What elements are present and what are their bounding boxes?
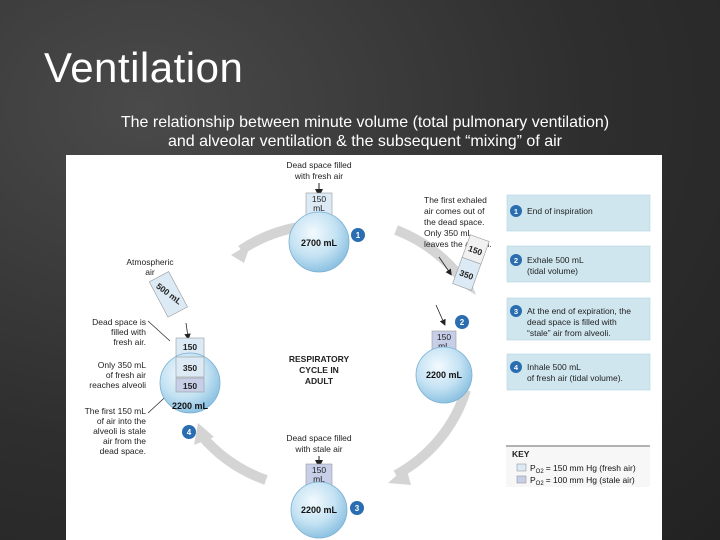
left-stack-bottom <box>175 377 205 393</box>
key-swatch-stale <box>516 475 527 484</box>
top-caption-line-2: with fresh air <box>294 171 343 181</box>
left-stack-150-top: 150 <box>183 342 197 352</box>
stage-3-end-of-expiration: Dead space filled with stale air 150 mL … <box>286 433 364 539</box>
step-panel-1-number: 1 <box>514 207 518 216</box>
left-350-caption-line-3: reaches alveoli <box>89 380 146 390</box>
key-box <box>506 447 650 487</box>
bottom-caption-line-2: with stale air <box>294 444 342 454</box>
center-label-line-3: ADULT <box>305 376 334 386</box>
left-350-caption-line-2: of fresh air <box>106 370 146 380</box>
step-panel-4-line-2: of fresh air (tidal volume). <box>527 373 623 383</box>
slide-subtitle: The relationship between minute volume (… <box>60 113 670 151</box>
right-caption-line-1: The first exhaled <box>424 195 487 205</box>
step-panel-3-badge <box>510 305 522 317</box>
step-panel-2-number: 2 <box>514 256 518 265</box>
key-swatch-fresh <box>516 463 527 472</box>
top-alveoli-sphere <box>288 211 350 273</box>
step-panel-3 <box>506 297 651 341</box>
step-panel-1-line-1: End of inspiration <box>527 206 593 216</box>
step-panel-3-number: 3 <box>514 307 518 316</box>
step-panel-1-badge <box>510 205 522 217</box>
step-1-badge-number: 1 <box>356 231 361 240</box>
step-1-badge <box>351 228 365 242</box>
step-panels: 1 End of inspiration 2 Exhale 500 mL (ti… <box>506 194 651 391</box>
subtitle-line-2: and alveolar ventilation & the subsequen… <box>168 133 562 150</box>
left-inhale-tube: 500 mL <box>148 271 188 318</box>
step-panel-3-line-3: “stale” air from alveoli. <box>527 328 611 338</box>
key-legend: KEY PO2= 150 mm Hg (fresh air) PO2= 100 … <box>506 445 650 487</box>
right-volume: 2200 mL <box>426 370 463 380</box>
bottom-dead-space-value: 150 <box>312 465 326 475</box>
right-caption-line-5: leaves the alveoli. <box>424 239 492 249</box>
step-panel-1 <box>506 194 651 232</box>
left-first-caption-line-2: of air into the <box>97 416 146 426</box>
left-first-caption-line-3: alveoli is stale <box>93 426 146 436</box>
left-350-caption-line-1: Only 350 mL <box>98 360 146 370</box>
step-panel-3-line-2: dead space is filled with <box>527 317 617 327</box>
step-panel-4 <box>506 353 651 391</box>
left-stack-350: 350 <box>183 363 197 373</box>
slide-title: Ventilation <box>44 44 244 91</box>
right-caption-line-2: air comes out of <box>424 206 485 216</box>
bottom-volume: 2200 mL <box>301 505 338 515</box>
step-panel-2-badge <box>510 254 522 266</box>
cycle-arrows <box>194 220 476 485</box>
center-label-line-1: RESPIRATORY <box>289 354 350 364</box>
left-dead-caption-line-3: fresh air. <box>113 337 146 347</box>
bottom-alveoli-sphere <box>290 481 348 539</box>
left-dead-caption-line-1: Dead space is <box>92 317 146 327</box>
center-label-line-2: CYCLE IN <box>299 365 339 375</box>
top-volume: 2700 mL <box>301 238 338 248</box>
step-3-badge-number: 3 <box>355 504 360 513</box>
subtitle-line-1: The relationship between minute volume (… <box>120 114 610 131</box>
left-dead-caption-line-2: filled with <box>111 327 146 337</box>
center-label: RESPIRATORY CYCLE IN ADULT <box>289 354 350 386</box>
right-caption-line-3: the dead space. <box>424 217 485 227</box>
right-dead-space-unit: mL <box>438 341 450 351</box>
left-stack-150-bottom: 150 <box>183 381 197 391</box>
step-2-badge-number: 2 <box>460 318 465 327</box>
right-dead-space-value: 150 <box>437 332 451 342</box>
left-atmospheric-line-2: air <box>145 267 155 277</box>
bottom-dead-space-unit: mL <box>313 474 325 484</box>
respiratory-cycle-figure: RESPIRATORY CYCLE IN ADULT Dead space fi… <box>66 155 662 540</box>
right-tube-150: 150 <box>467 243 484 257</box>
left-volume: 2200 mL <box>172 401 209 411</box>
step-panel-3-line-1: At the end of expiration, the <box>527 306 631 316</box>
top-dead-space-value: 150 <box>312 194 326 204</box>
respiratory-cycle-diagram: RESPIRATORY CYCLE IN ADULT Dead space fi… <box>85 160 651 539</box>
key-title: KEY <box>512 449 530 459</box>
right-exhale-tube: 150 350 <box>452 234 490 291</box>
left-stack-middle <box>175 356 205 378</box>
left-first-caption-line-4: air from the <box>103 436 146 446</box>
top-caption-line-1: Dead space filled <box>286 160 351 170</box>
right-tube-350: 350 <box>458 268 475 282</box>
top-dead-space-unit: mL <box>313 203 325 213</box>
stage-2-exhale: The first exhaled air comes out of the d… <box>415 195 492 404</box>
step-4-badge-number: 4 <box>187 428 192 437</box>
step-panel-4-line-1: Inhale 500 mL <box>527 362 581 372</box>
step-2-badge <box>455 315 469 329</box>
step-4-badge <box>182 425 196 439</box>
step-panel-2-line-2: (tidal volume) <box>527 266 578 276</box>
step-panel-4-number: 4 <box>514 363 519 372</box>
step-panel-2 <box>506 245 651 283</box>
left-first-caption-line-5: dead space. <box>100 446 146 456</box>
right-caption-line-4: Only 350 mL <box>424 228 472 238</box>
step-panel-2-line-1: Exhale 500 mL <box>527 255 584 265</box>
left-atmospheric-line-1: Atmospheric <box>126 257 174 267</box>
key-stale-label: PO2= 100 mm Hg (stale air) <box>530 475 635 487</box>
left-first-caption-line-1: The first 150 mL <box>85 406 147 416</box>
key-fresh-label: PO2= 150 mm Hg (fresh air) <box>530 463 636 475</box>
stage-1-end-of-inspiration: Dead space filled with fresh air 150 mL … <box>286 160 365 273</box>
step-panel-4-badge <box>510 361 522 373</box>
step-3-badge <box>350 501 364 515</box>
bottom-caption-line-1: Dead space filled <box>286 433 351 443</box>
right-alveoli-sphere <box>415 346 473 404</box>
